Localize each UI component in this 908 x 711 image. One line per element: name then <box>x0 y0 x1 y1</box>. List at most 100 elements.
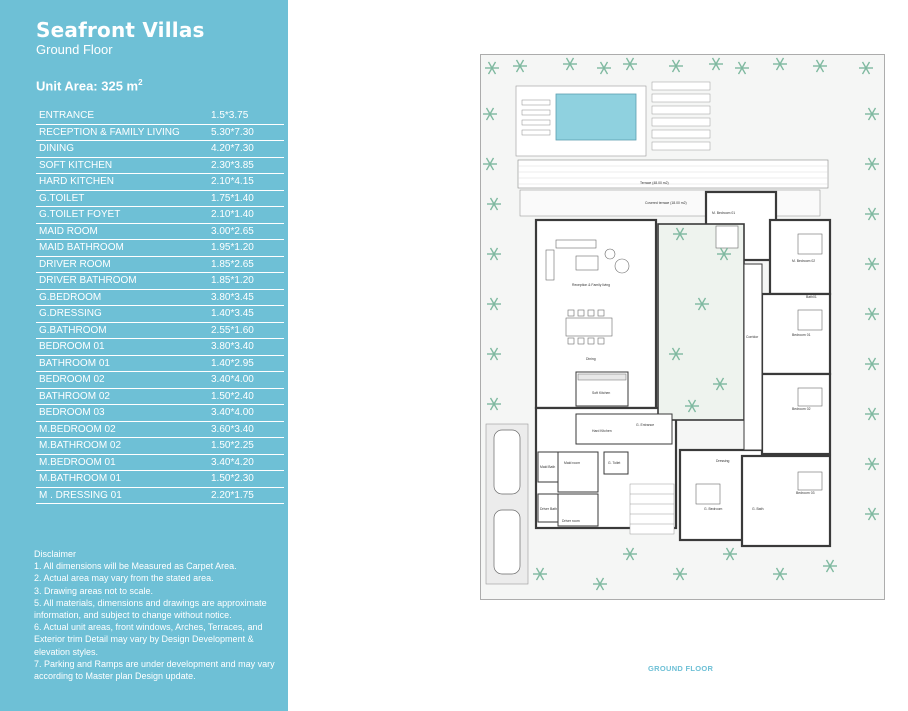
room-dimension: 3.40*4.20 <box>211 456 254 468</box>
disclaimer-item: 6. Actual unit areas, front windows, Arc… <box>34 622 263 657</box>
info-sidebar: Seafront Villas Ground Floor Unit Area: … <box>0 0 288 711</box>
tree-icon <box>593 577 607 591</box>
tree-icon <box>865 207 879 221</box>
entrance-label: G. Entrance <box>636 423 654 427</box>
corridor-label: Corridor <box>746 335 759 339</box>
tree-icon <box>487 347 501 361</box>
tree-icon <box>865 307 879 321</box>
room-dimension: 1.40*2.95 <box>211 357 254 369</box>
disclaimer-item: 3. Drawing areas not to scale. <box>34 585 154 596</box>
tree-icon <box>597 61 611 75</box>
project-title: Seafront Villas <box>36 18 205 42</box>
room-dimension: 1.50*2.40 <box>211 390 254 402</box>
room-dimension: 3.60*3.40 <box>211 423 254 435</box>
kitchen-counter <box>577 373 627 381</box>
tree-icon <box>717 247 731 261</box>
room-name: BATHROOM 01 <box>39 357 110 369</box>
tree-icon <box>773 567 787 581</box>
tree-icon <box>813 59 827 73</box>
tree-icon <box>673 227 687 241</box>
unit-area-label: Unit Area: 325 m <box>36 78 139 94</box>
tree-icon <box>487 247 501 261</box>
g-bedroom-label: G. Bedroom <box>704 507 722 511</box>
disclaimer-item: 2. Actual area may vary from the stated … <box>34 573 214 584</box>
tree-icon <box>773 57 787 71</box>
soft-kitchen-label: Soft Kitchen <box>592 391 610 395</box>
tree-icon <box>487 297 501 311</box>
floor-plan-drawing: Terrace (48.00 m2) Covered terrace (18.0… <box>480 54 885 600</box>
room-dimension: 1.75*1.40 <box>211 192 254 204</box>
parked-cars <box>493 429 521 575</box>
room-dimension: 3.00*2.65 <box>211 225 254 237</box>
unit-area-sup: 2 <box>138 78 143 87</box>
room-name: DINING <box>39 143 74 155</box>
room-name: G.BATHROOM <box>39 324 107 336</box>
corridor <box>743 263 763 451</box>
bath-label: Bath01 <box>806 295 817 299</box>
tree-icon <box>865 357 879 371</box>
terrace-decking <box>518 165 828 185</box>
tree-icon <box>865 157 879 171</box>
tree-icon <box>865 107 879 121</box>
tree-icon <box>735 61 749 75</box>
bedroom-01-label: Bedroom 01 <box>792 333 811 337</box>
tree-icon <box>865 257 879 271</box>
room-name: DRIVER ROOM <box>39 258 111 270</box>
room-name: MAID BATHROOM <box>39 242 124 254</box>
room-name: BEDROOM 03 <box>39 407 105 419</box>
service-rooms <box>537 451 629 527</box>
room-row: M.BATHROOM 01 1.50*2.30 <box>36 471 284 488</box>
tree-icon <box>533 567 547 581</box>
room-name: G.TOILET FOYET <box>39 209 121 221</box>
maid-bath-label: Maid Bath <box>540 465 555 469</box>
room-dimension: 2.20*1.75 <box>211 489 254 501</box>
room-row: DRIVER BATHROOM 1.85*1.20 <box>36 273 284 290</box>
room-dimension: 1.40*3.45 <box>211 308 254 320</box>
room-dimension: 3.80*3.45 <box>211 291 254 303</box>
room-dimension: 1.50*2.30 <box>211 473 254 485</box>
room-row: DINING 4.20*7.30 <box>36 141 284 158</box>
room-name: BEDROOM 02 <box>39 374 105 386</box>
tree-icon <box>713 377 727 391</box>
room-row: BATHROOM 01 1.40*2.95 <box>36 356 284 372</box>
tree-icon <box>685 399 699 413</box>
bedroom-03-label: Bedroom 03 <box>796 491 815 495</box>
terrace <box>517 159 829 189</box>
room-name: M.BATHROOM 01 <box>39 473 122 485</box>
tree-icon <box>823 559 837 573</box>
room-name: DRIVER BATHROOM <box>39 275 137 287</box>
tree-icon <box>485 61 499 75</box>
disclaimer-item: 1. All dimensions will be Measured as Ca… <box>34 561 237 572</box>
tree-icon <box>695 297 709 311</box>
tree-icon <box>709 57 723 71</box>
room-dimension: 2.55*1.60 <box>211 324 254 336</box>
tree-icon <box>669 347 683 361</box>
m-bedroom-01-label: M. Bedroom 01 <box>712 211 735 215</box>
room-dimension: 1.85*1.20 <box>211 275 254 287</box>
reception-label: Reception & Family living <box>572 283 610 287</box>
tree-icon <box>487 197 501 211</box>
tree-icon <box>669 59 683 73</box>
room-dimension: 4.20*7.30 <box>211 143 254 155</box>
tree-icon <box>865 407 879 421</box>
room-row: G.BATHROOM 2.55*1.60 <box>36 323 284 339</box>
tree-icon <box>673 567 687 581</box>
tree-icon <box>865 457 879 471</box>
landscape-trees <box>483 57 879 591</box>
room-dimension: 1.5*3.75 <box>211 110 249 122</box>
tree-icon <box>483 107 497 121</box>
